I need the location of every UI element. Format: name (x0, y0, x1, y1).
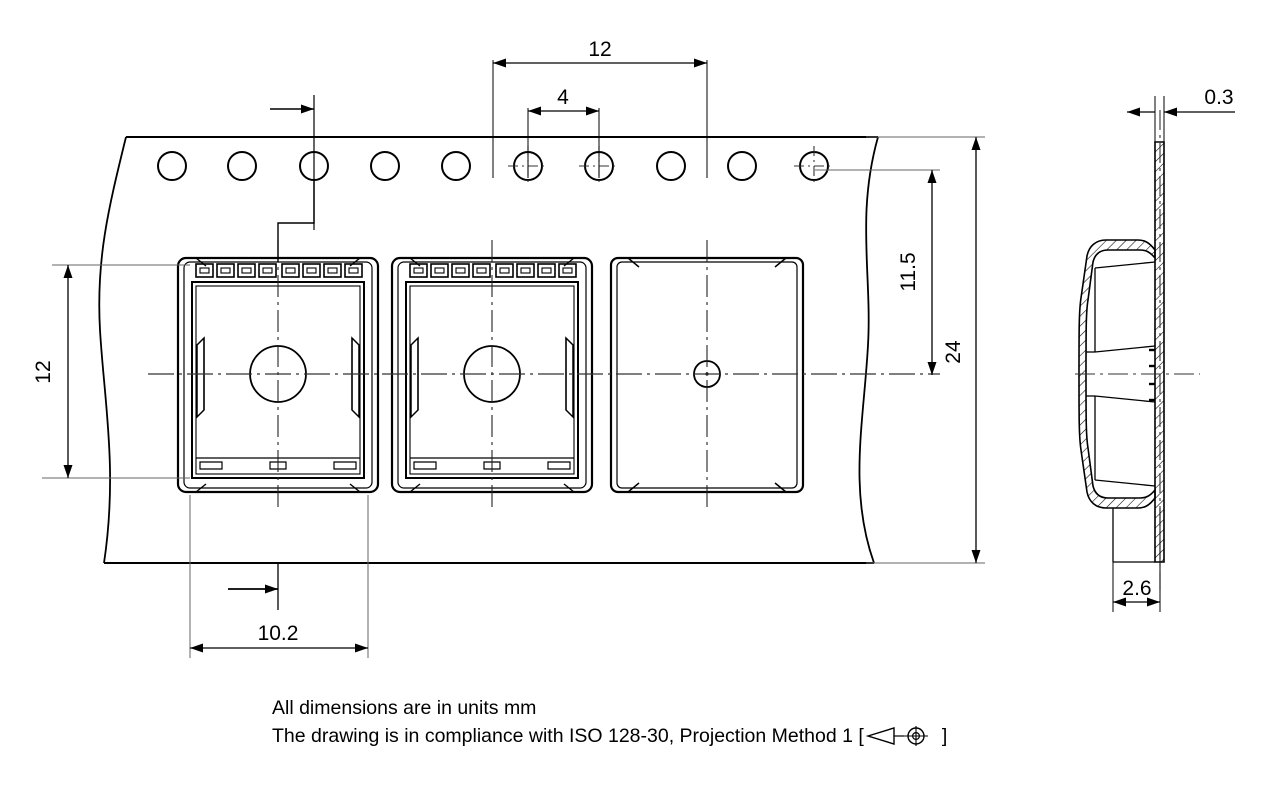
first-angle-projection-symbol (865, 726, 928, 746)
dim-0-3-label: 0.3 (1204, 86, 1233, 109)
note-iso-bracket-close: ] (941, 725, 948, 747)
dimension-tape-width-24: 24 (866, 136, 985, 564)
dim-12-top-label: 12 (588, 38, 611, 61)
pocket-offset-leader (270, 95, 315, 262)
sprocket-hole (227, 151, 257, 181)
dim-24-label: 24 (942, 340, 965, 364)
dimension-11-5: 11.5 (815, 169, 940, 375)
dimension-pitch-12: 12 (492, 38, 708, 178)
sprocket-hole (656, 151, 686, 181)
note-units: All dimensions are in units mm (272, 697, 537, 719)
sprocket-hole (157, 151, 187, 181)
note-iso-compliance: The drawing is in compliance with ISO 12… (272, 722, 947, 750)
dimension-thickness-0-3: 0.3 (1127, 86, 1235, 175)
sprocket-hole (441, 151, 471, 181)
component-pins (195, 263, 363, 278)
side-section-view: 0.3 2.6 (1075, 86, 1235, 612)
carrier-tape-outline (98, 136, 879, 564)
sprocket-hole (370, 151, 400, 181)
component-pins (409, 263, 577, 278)
cavity-interior-lines (1086, 261, 1156, 487)
detent-marks (1149, 348, 1155, 402)
pocket-shell-section (1078, 239, 1156, 509)
dim-2-6-label: 2.6 (1122, 577, 1151, 600)
dim-12-left-label: 12 (32, 360, 55, 383)
pocket-2-with-component (390, 240, 594, 508)
dimension-pocket-width-10-2: 10.2 (189, 495, 369, 658)
sprocket-hole-row (157, 146, 834, 186)
dim-11-5-label: 11.5 (897, 252, 920, 291)
dimension-depth-2-6: 2.6 (1112, 508, 1161, 612)
drawing-notes: All dimensions are in units mm The drawi… (272, 694, 947, 750)
dim-4-label: 4 (557, 86, 569, 109)
dim-10-2-label: 10.2 (258, 622, 299, 645)
dimension-hole-pitch-4: 4 (527, 86, 600, 178)
dimension-pocket-height-12: 12 (32, 264, 190, 479)
note-iso-text: The drawing is in compliance with ISO 12… (272, 725, 864, 747)
sprocket-hole (727, 151, 757, 181)
